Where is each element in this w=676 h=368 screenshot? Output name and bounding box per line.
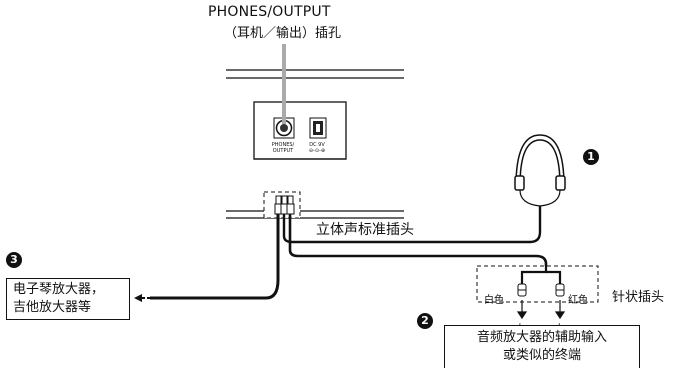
dc-jack-label-line1: DC 9V [309,142,325,148]
plug-heads [274,195,295,215]
stereo-plug-label: 立体声标准插头 [316,222,414,238]
dc-jack-label: DC 9V ⊖-⊙-⊕ [306,142,328,154]
amplifier-line1: 电子琴放大器， [13,282,105,297]
pin-plug-label: 针状插头 [612,290,665,305]
jack-title-line1: PHONES/OUTPUT [208,4,331,20]
keyboard-edge-top [226,69,404,79]
amplifier-box: 电子琴放大器， 吉他放大器等 [6,278,130,320]
phones-jack-label-line1: PHONES/ [271,142,295,148]
dc-jack-polarity-symbol: ⊖-⊙-⊕ [308,148,326,154]
amp-arrow-head [134,294,142,302]
marker-3: 3 [6,252,22,268]
pin-plugs [517,283,565,297]
pin-arrows [516,300,566,320]
cable-to-pin-plug [288,214,548,280]
aux-input-line2: 或类似的终端 [502,348,581,363]
jack-title-line2: （耳机／输出）插孔 [224,26,342,41]
phones-jack-label: PHONES/ OUTPUT [268,142,298,154]
white-plug-label: 白色 [484,295,504,306]
marker-2: 2 [417,313,433,329]
marker-1: 1 [583,149,599,165]
aux-input-box: 音频放大器的辅助输入 或类似的终端 [444,325,640,368]
amplifier-line2: 吉他放大器等 [13,300,92,315]
phones-output-jack[interactable] [273,117,295,139]
cable-to-headphones [282,206,542,244]
cable-to-amp [150,214,280,300]
aux-input-line1: 音频放大器的辅助输入 [476,330,607,345]
rear-panel [253,101,347,160]
headphones-icon [514,134,566,207]
phones-jack-label-line2: OUTPUT [272,148,294,154]
red-plug-label: 红色 [568,295,588,306]
keyboard-edge-bottom [226,210,404,219]
dc-9v-jack[interactable] [309,117,327,139]
